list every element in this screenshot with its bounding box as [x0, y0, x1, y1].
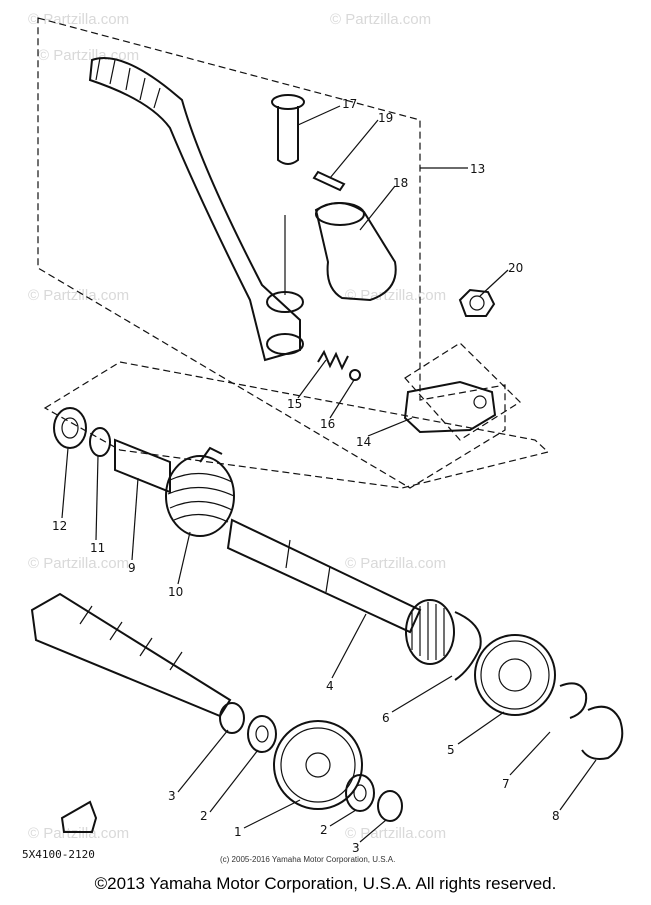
label-10: 10	[168, 585, 183, 599]
pin-17	[271, 94, 305, 165]
label-14: 14	[356, 435, 371, 449]
watermark: © Partzilla.com	[345, 287, 446, 304]
lever-boss-box	[404, 342, 521, 441]
watermark: © Partzilla.com	[345, 825, 446, 842]
nut-20	[458, 288, 496, 317]
label-3b: 3	[352, 841, 360, 855]
washer-3a	[219, 702, 245, 734]
part-labels: 17 19 18 13 20 15 16 14 12 11 9 10 4 6 5…	[52, 97, 560, 855]
clip-7	[559, 682, 588, 719]
crank-axle	[30, 592, 232, 718]
label-2a: 2	[200, 809, 208, 823]
engine-section-icon	[60, 800, 98, 833]
label-9: 9	[128, 561, 136, 575]
clip-19	[312, 170, 346, 192]
circlip-3b	[377, 790, 403, 822]
label-11: 11	[90, 541, 105, 555]
label-17: 17	[342, 97, 357, 111]
label-6: 6	[382, 711, 390, 725]
watermark: © Partzilla.com	[28, 555, 129, 572]
oil-seal-12	[53, 407, 87, 449]
label-20: 20	[508, 261, 523, 275]
idle-gear-1	[273, 720, 363, 810]
collar-9	[114, 438, 171, 494]
watermark: © Partzilla.com	[28, 287, 129, 304]
watermark: © Partzilla.com	[345, 555, 446, 572]
kick-shaft-4	[226, 518, 455, 665]
kick-lever	[88, 57, 304, 362]
label-7: 7	[502, 777, 510, 791]
lever-boss-18	[314, 202, 397, 302]
kick-lever-assembly-box	[37, 17, 506, 489]
circlip-11	[89, 427, 111, 457]
washer-2b	[345, 774, 375, 812]
label-2b: 2	[320, 823, 328, 837]
watermark: © Partzilla.com	[28, 825, 129, 842]
circlip-8	[581, 705, 624, 760]
footer-copyright: ©2013 Yamaha Motor Corporation, U.S.A. A…	[94, 874, 557, 893]
watermark: © Partzilla.com	[330, 11, 431, 28]
leader-lines	[61, 105, 597, 843]
kick-gear-5	[474, 634, 556, 716]
label-18: 18	[393, 176, 408, 190]
torsion-spring-10	[165, 446, 235, 537]
label-3a: 3	[168, 789, 176, 803]
spring-15	[317, 349, 349, 371]
label-12: 12	[52, 519, 67, 533]
washer-2a	[247, 715, 277, 753]
ball-16	[349, 369, 361, 381]
spring-clip-6	[454, 611, 482, 681]
inner-copyright: (c) 2005-2016 Yamaha Motor Corporation, …	[220, 855, 395, 864]
shaft-assembly-box	[43, 361, 550, 489]
label-1: 1	[234, 825, 242, 839]
diagram-code: 5X4100-2120	[22, 848, 95, 861]
label-13: 13	[470, 162, 485, 176]
label-15: 15	[287, 397, 302, 411]
label-8: 8	[552, 809, 560, 823]
label-16: 16	[320, 417, 335, 431]
exploded-parts-diagram: © Partzilla.com © Partzilla.com © Partzi…	[22, 11, 624, 864]
label-5: 5	[447, 743, 455, 757]
watermark-layer: © Partzilla.com © Partzilla.com © Partzi…	[28, 11, 446, 842]
label-19: 19	[378, 111, 393, 125]
label-4: 4	[326, 679, 334, 693]
watermark: © Partzilla.com	[28, 11, 129, 28]
